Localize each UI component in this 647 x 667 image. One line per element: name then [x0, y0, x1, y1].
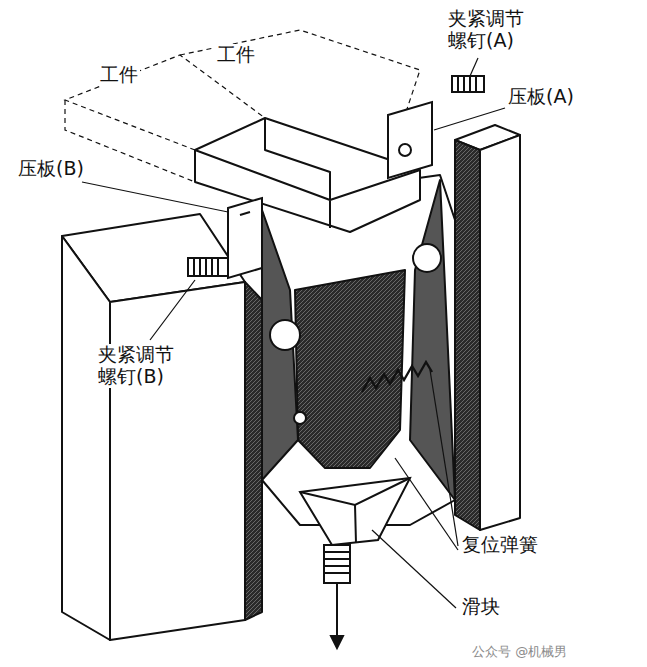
- post-shadow: [245, 282, 262, 620]
- part-label: 压板(B): [16, 158, 86, 180]
- leader-line: [372, 530, 456, 608]
- screw-thread: [194, 258, 218, 276]
- body-cavity: [295, 270, 405, 468]
- part-label: 复位弹簧: [460, 534, 540, 556]
- rod-thread: [324, 552, 350, 573]
- leader-line: [395, 458, 458, 550]
- leader-line: [82, 182, 228, 212]
- post-side: [62, 236, 110, 640]
- plate: [228, 198, 262, 278]
- leader-line: [434, 108, 505, 130]
- plate-mark: [240, 212, 250, 215]
- leader-line: [430, 370, 458, 546]
- pins: [270, 244, 441, 424]
- pin: [270, 320, 300, 350]
- pin: [294, 412, 306, 424]
- part-label: 夹紧调节 螺钉(A): [446, 8, 534, 52]
- plate-hole: [399, 144, 411, 156]
- return-spring: [362, 362, 432, 392]
- part-label: 工件: [98, 64, 140, 86]
- screw-thread: [458, 76, 476, 92]
- slider: [300, 478, 410, 648]
- left-post: [62, 214, 262, 640]
- clamp-plate-a: [388, 76, 484, 178]
- watermark: 公众号 @机械男: [470, 645, 569, 660]
- slider-rod: [324, 545, 350, 583]
- pin: [413, 244, 441, 272]
- wedge-face: [410, 180, 455, 500]
- part-label: 夹紧调节 螺钉(B): [96, 344, 184, 388]
- leader-lines: [82, 58, 505, 608]
- clamp-plate-b: [188, 198, 262, 278]
- post-front: [110, 282, 245, 640]
- leader-line: [150, 280, 195, 340]
- part-label: 工件: [215, 44, 257, 66]
- plate: [388, 102, 432, 178]
- slider-block: [300, 478, 410, 545]
- leader-line: [470, 58, 478, 76]
- phantom-line: [180, 30, 420, 130]
- post-front: [480, 135, 520, 530]
- arrow-head: [331, 636, 343, 648]
- slider-edge: [300, 478, 410, 543]
- right-post: [455, 125, 520, 530]
- screw-a: [452, 76, 484, 92]
- post-side: [455, 140, 480, 530]
- part-label: 滑块: [460, 596, 502, 618]
- screw-b: [188, 258, 228, 276]
- part-label: 压板(A): [506, 86, 576, 108]
